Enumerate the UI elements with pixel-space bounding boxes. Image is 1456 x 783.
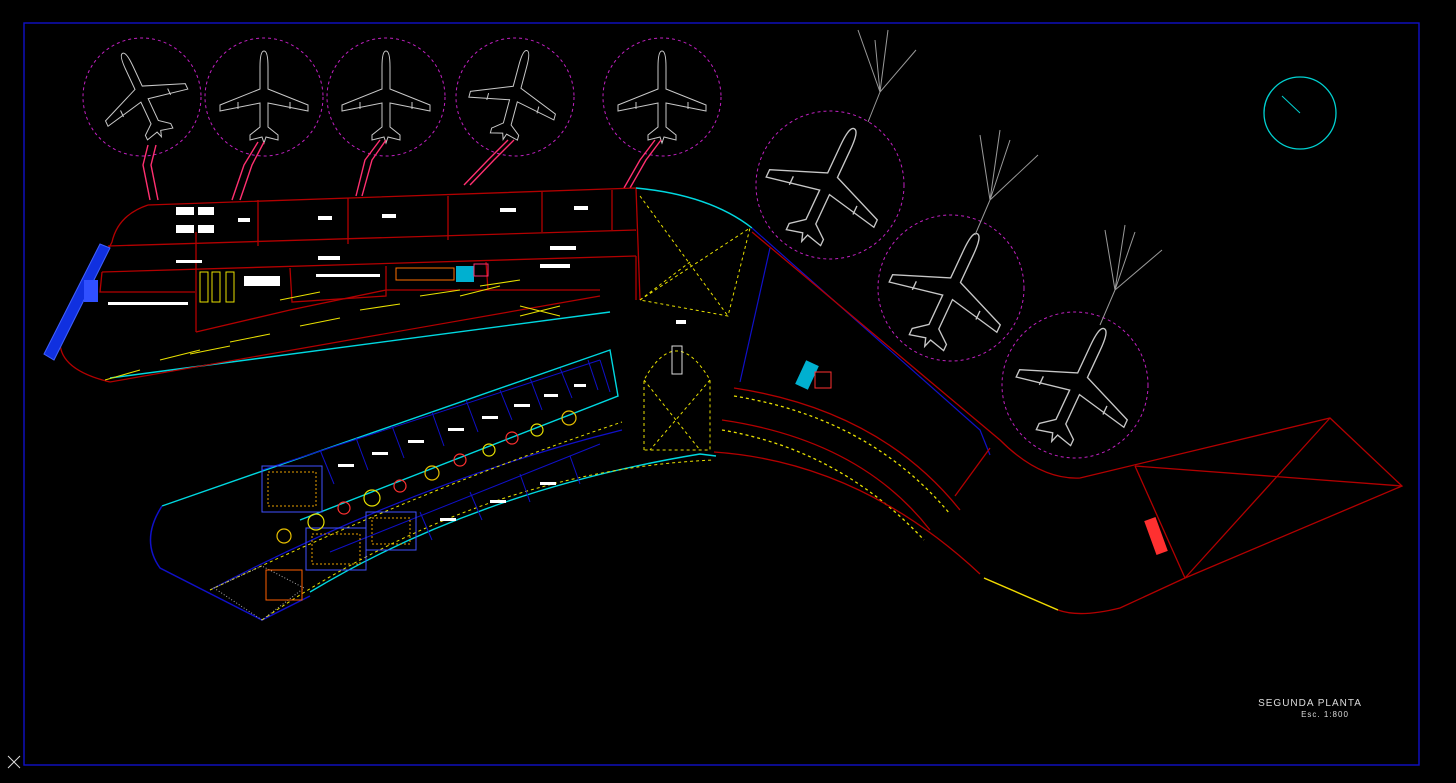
- drawing-scale: Esc. 1:800: [1301, 710, 1349, 719]
- stand-circle-2: [204, 37, 324, 157]
- airplane-icon: [870, 207, 1032, 373]
- stand-circle-3: [326, 37, 446, 157]
- airplane-icon: [460, 38, 570, 152]
- gate-labels: [338, 384, 586, 521]
- lower-roads: [713, 387, 981, 575]
- upper-apron-edge: [109, 311, 611, 379]
- top-stands: [82, 34, 722, 201]
- apron-markings: [104, 279, 561, 381]
- vehicle-icon: [795, 360, 832, 390]
- airplane-icon: [747, 102, 909, 268]
- compass-icon: [1263, 76, 1337, 150]
- airplane-icon: [617, 50, 707, 144]
- terminal-fixtures: [199, 263, 489, 303]
- airplane-icon: [82, 34, 202, 156]
- stand-circle-7: [877, 214, 1025, 362]
- drawing-frame: [23, 22, 1420, 766]
- stand-circle-4: [455, 37, 575, 157]
- stand-circle-6: [755, 110, 905, 260]
- central-area: [635, 187, 991, 456]
- airplane-icon: [341, 50, 431, 144]
- kiosks: [276, 410, 577, 544]
- boarding-bridges: [142, 139, 662, 201]
- airplane-icon: [997, 302, 1159, 468]
- stand-circle-8: [1001, 311, 1149, 459]
- main-terminal: [59, 187, 641, 383]
- jet-blast-lines: [857, 29, 1163, 326]
- stand-circle-1: [82, 37, 202, 157]
- drawing-title: SEGUNDA PLANTA: [1258, 698, 1362, 709]
- stand-circle-5: [602, 37, 722, 157]
- airplane-icon: [219, 50, 309, 144]
- lower-concourse: [149, 349, 717, 621]
- left-glazing: [43, 243, 111, 361]
- ucs-icon: [7, 755, 21, 769]
- right-stands: [747, 29, 1163, 468]
- lounge-clusters: [212, 465, 417, 621]
- terminal-room-labels: [108, 206, 588, 305]
